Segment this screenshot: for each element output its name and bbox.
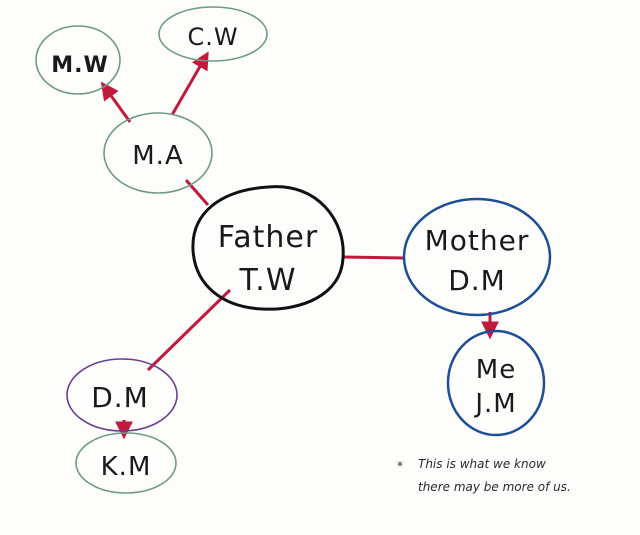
node-ma-oval [103,112,213,194]
node-father-oval [191,185,345,311]
mw-label: M.W [51,53,109,78]
arrow-ma-to-cw [170,51,209,116]
node-mother-oval [402,197,552,317]
km-label: K.M [101,452,152,482]
me-initials: J.M [473,389,516,419]
link-father-dm [146,288,232,372]
node-cw-oval [158,6,268,62]
father-label: Father [218,220,318,255]
dm-label: D.M [91,381,149,414]
link-father-ma [184,179,210,206]
node-dm-oval [66,358,178,432]
node-me-oval [446,329,546,437]
note-line-2: there may be more of us. [418,480,571,494]
node-km-oval [75,432,177,494]
arrow-ma-to-mw [100,81,132,123]
cw-label: C.W [187,23,238,51]
father-initials: T.W [239,263,297,298]
ma-label: M.A [132,141,183,171]
node-mw-oval [35,25,121,95]
note-marker: * [397,459,403,473]
link-father-mother [341,255,405,260]
note-line-1: This is what we know [418,457,546,471]
mother-initials: D.M [448,264,506,297]
mother-label: Mother [425,224,530,257]
me-label: Me [476,355,516,385]
